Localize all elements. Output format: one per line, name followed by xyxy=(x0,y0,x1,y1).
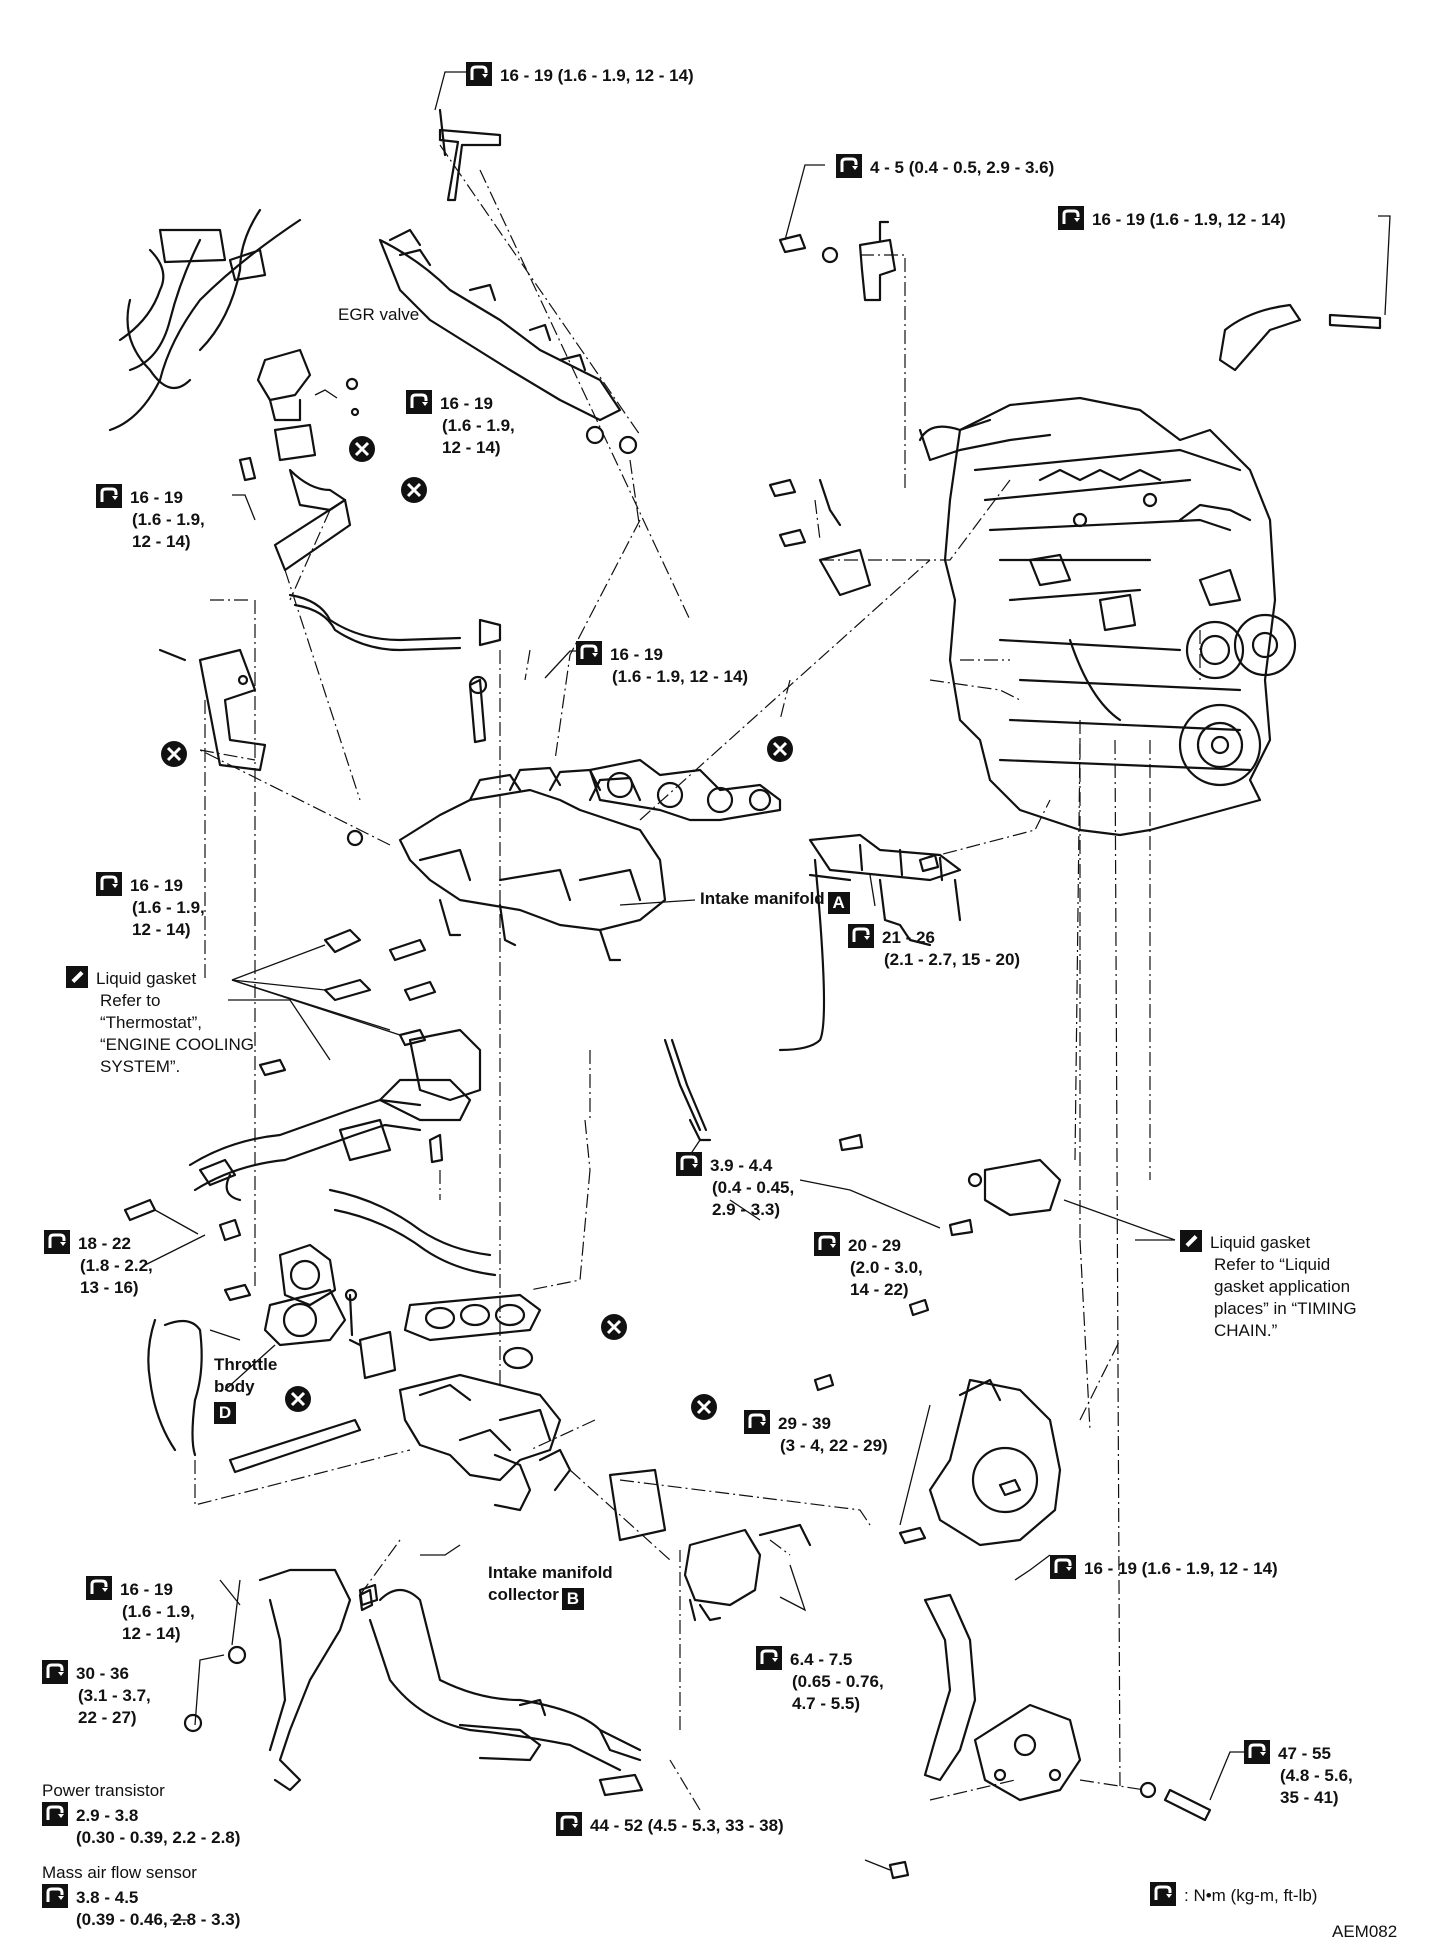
torque-wrench-icon xyxy=(836,154,862,178)
torque-spec-support-nut: 30 - 36 (3.1 - 3.7, 22 - 27) xyxy=(42,1660,151,1729)
egr-valve-label: EGR valve xyxy=(338,305,420,324)
torque-wrench-icon xyxy=(756,1646,782,1670)
torque-wrench-icon xyxy=(814,1232,840,1256)
iacv-part xyxy=(683,1523,812,1622)
manifold-gasket xyxy=(588,758,782,822)
torque-spec-manifold-bolts: 16 - 19 (1.6 - 1.9, 12 - 14) xyxy=(96,872,205,941)
torque-wrench-icon xyxy=(96,872,122,896)
note-liquid-gasket-thermostat: Liquid gasket Refer to “Thermostat”, “EN… xyxy=(66,966,254,1078)
egr-valve-part xyxy=(256,348,347,512)
torque-wrench-icon xyxy=(1050,1555,1076,1579)
torque-wrench-icon xyxy=(576,641,602,665)
torque-wrench-icon xyxy=(1150,1882,1176,1906)
replace-part-x-icon xyxy=(400,476,428,504)
torque-spec-hose-bolt: 44 - 52 (4.5 - 5.3, 33 - 38) xyxy=(556,1812,784,1837)
torque-spec-support-left: 16 - 19 (1.6 - 1.9, 12 - 14) xyxy=(86,1576,195,1645)
air-duct xyxy=(368,1588,644,1797)
torque-wrench-icon xyxy=(42,1660,68,1684)
replace-part-x-icon xyxy=(600,1313,628,1341)
torque-wrench-icon xyxy=(744,1410,770,1434)
torque-spec-fuel-tube: 3.9 - 4.4 (0.4 - 0.45, 2.9 - 3.3) xyxy=(676,1152,794,1221)
torque-spec-egr-sensor: 4 - 5 (0.4 - 0.5, 2.9 - 3.6) xyxy=(836,154,1054,179)
note-liquid-gasket-timing: Liquid gasket Refer to “Liquid gasket ap… xyxy=(1180,1230,1357,1342)
power-transistor-spec: Power transistor 2.9 - 3.8 (0.30 - 0.39,… xyxy=(42,1781,241,1847)
replace-part-x-icon xyxy=(690,1393,718,1421)
maf-sensor-spec: Mass air flow sensor 3.8 - 4.5 (0.39 - 0… xyxy=(42,1863,241,1929)
torque-spec-top-bracket: 16 - 19 (1.6 - 1.9, 12 - 14) xyxy=(466,62,694,87)
torque-wrench-icon xyxy=(96,484,122,508)
torque-wrench-icon xyxy=(1244,1740,1270,1764)
torque-wrench-icon xyxy=(676,1152,702,1176)
torque-spec-throttle-bolts: 18 - 22 (1.8 - 2.2, 13 - 16) xyxy=(44,1230,153,1299)
replace-part-x-icon xyxy=(348,435,376,463)
torque-wrench-icon xyxy=(406,390,432,414)
torque-spec-egr-nut: 16 - 19 (1.6 - 1.9, 12 - 14) xyxy=(406,390,515,459)
throttle-body-label: Throttle body D xyxy=(214,1355,278,1424)
collector-part xyxy=(398,1373,572,1512)
torque-spec-collector-bracket: 29 - 39 (3 - 4, 22 - 29) xyxy=(744,1410,888,1457)
engine-block xyxy=(918,396,1297,837)
units-legend: : N•m (kg-m, ft-lb) xyxy=(1150,1882,1317,1906)
liquid-gasket-icon xyxy=(66,966,88,988)
torque-wrench-icon xyxy=(848,924,874,948)
replace-part-x-icon xyxy=(766,735,794,763)
fuel-tube-part xyxy=(663,833,962,1142)
torque-wrench-icon xyxy=(556,1812,582,1836)
torque-spec-egr-bolt: 16 - 19 (1.6 - 1.9, 12 - 14) xyxy=(96,484,205,553)
torque-wrench-icon xyxy=(44,1230,70,1254)
throttle-body-part xyxy=(263,1243,362,1347)
top-bracket xyxy=(378,108,638,455)
torque-spec-support-right: 16 - 19 (1.6 - 1.9, 12 - 14) xyxy=(1050,1555,1278,1580)
torque-wrench-icon xyxy=(86,1576,112,1600)
harness xyxy=(108,208,302,432)
torque-wrench-icon xyxy=(42,1884,68,1908)
replace-part-x-icon xyxy=(284,1385,312,1413)
figure-code: AEM082 xyxy=(1332,1922,1398,1941)
liquid-gasket-icon xyxy=(1180,1230,1202,1252)
torque-wrench-icon xyxy=(1058,206,1084,230)
torque-spec-water-outlet: 20 - 29 (2.0 - 3.0, 14 - 22) xyxy=(814,1232,923,1301)
torque-spec-manifold-stud: 16 - 19 (1.6 - 1.9, 12 - 14) xyxy=(576,641,748,688)
replace-part-x-icon xyxy=(160,740,188,768)
torque-spec-stay-bolt: 47 - 55 (4.8 - 5.6, 35 - 41) xyxy=(1244,1740,1353,1809)
torque-wrench-icon xyxy=(42,1802,68,1826)
torque-spec-iacv: 6.4 - 7.5 (0.65 - 0.76, 4.7 - 5.5) xyxy=(756,1646,884,1715)
torque-spec-tube-bolt: 21 - 26 (2.1 - 2.7, 15 - 20) xyxy=(848,924,1020,971)
torque-spec-right-bracket: 16 - 19 (1.6 - 1.9, 12 - 14) xyxy=(1058,206,1286,231)
intake-manifold-part xyxy=(346,766,667,962)
water-pipe xyxy=(188,1028,497,1277)
bolts xyxy=(123,233,1382,1880)
torque-wrench-icon xyxy=(466,62,492,86)
